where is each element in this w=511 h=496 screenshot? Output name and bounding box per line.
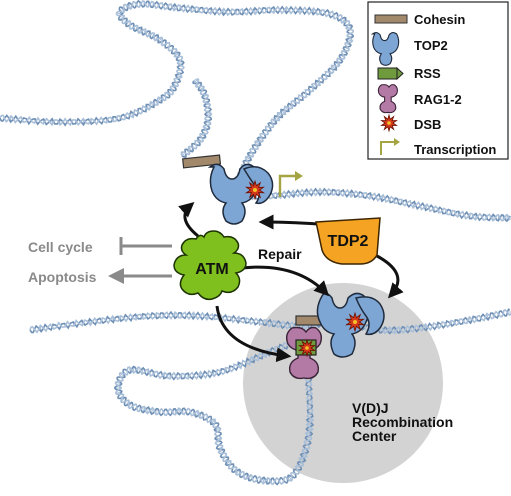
legend-label-dsb: DSB (414, 117, 441, 132)
dsb-legend-star-core (387, 121, 391, 125)
atm-repair-arrow (233, 265, 330, 297)
cohesin-top (182, 154, 222, 169)
tdp2-label: TDP2 (328, 233, 369, 250)
top2-center (316, 292, 385, 358)
tdp2-to-center-arrow (376, 254, 404, 299)
legend: Cohesin TOP2 RSS RAG1-2 DSB Transcriptio… (367, 1, 509, 160)
legend-box (367, 1, 509, 160)
center-label-line2: Recombination (352, 414, 453, 430)
top2-top (207, 163, 274, 225)
legend-label-top2: TOP2 (414, 38, 448, 53)
transcription-icon (380, 138, 400, 155)
cell-cycle-label: Cell cycle (28, 239, 93, 255)
atm-protein (173, 230, 247, 301)
tdp2-protein (315, 217, 381, 265)
dsb-center-rag-core (305, 346, 309, 350)
legend-label-cohesin: Cohesin (414, 12, 465, 27)
tdp2-to-top2-arrow (258, 214, 319, 230)
legend-label-rss: RSS (414, 66, 441, 81)
repair-label: Repair (258, 246, 302, 262)
dsb-top-core (252, 187, 258, 193)
rag12-icon (377, 84, 398, 114)
legend-label-transcription: Transcription (414, 142, 496, 157)
apoptosis-label: Apoptosis (28, 269, 97, 285)
rss-icon (377, 66, 404, 81)
dsb-marks (245, 179, 365, 358)
dsb-center-top2-core (352, 319, 358, 325)
legend-label-rag12: RAG1-2 (414, 92, 462, 107)
atm-to-rag-arrow (215, 305, 292, 363)
cohesin-icon (374, 14, 408, 24)
top2-icon (370, 32, 400, 66)
dsb-icon (380, 113, 398, 133)
center-label-line1: V(D)J (352, 400, 389, 416)
atm-to-top2-arrow (178, 202, 199, 238)
apoptosis-arrow (108, 268, 172, 284)
transcription-arrow (278, 171, 303, 197)
atm-label: ATM (195, 261, 228, 278)
pathway-arrows (178, 202, 404, 363)
cell-cycle-inhibition (119, 237, 172, 255)
center-label-line3: Center (352, 428, 397, 444)
